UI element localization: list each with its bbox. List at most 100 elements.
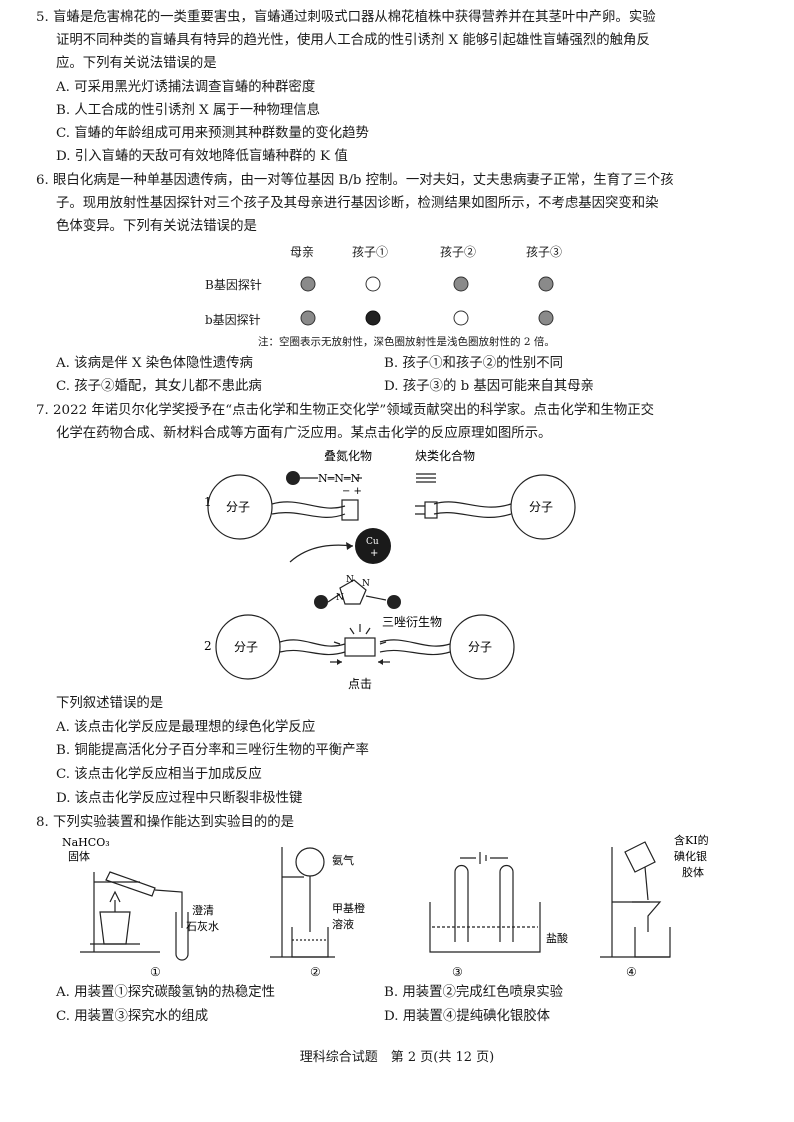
- triazole-dot-right: [387, 595, 401, 609]
- tether-1b: [433, 501, 512, 508]
- flask: [295, 847, 325, 877]
- q8-option-c: C. 用装置③探究水的组成: [56, 1009, 209, 1024]
- molecule-label-1a: 分子: [226, 500, 250, 514]
- step-2-num: 2: [204, 639, 212, 653]
- azide-charges: − +: [342, 486, 362, 497]
- dot-mother-B: [300, 276, 316, 292]
- q7-option-c: C. 该点击化学反应相当于加成反应: [56, 767, 262, 782]
- q5-option-d: D. 引入盲蝽的天敌可有效地降低盲蝽种群的 K 值: [56, 149, 348, 164]
- q7-option-b: B. 铜能提高活化分子百分率和三唑衍生物的平衡产率: [56, 743, 369, 758]
- row-b-lower-probe: b基因探针: [205, 313, 261, 327]
- buckle-male: [424, 501, 438, 519]
- a1-label-1: NaHCO₃: [62, 836, 110, 849]
- molecule-label-2b: 分子: [468, 640, 492, 654]
- q6-line-2: 子。现用放射性基因探针对三个孩子及其母亲进行基因诊断，检测结果如图所示，不考虑基…: [56, 196, 659, 211]
- dot-child3-b: [538, 310, 554, 326]
- funnel: [632, 901, 662, 932]
- q7-stem: 下列叙述错误的是: [56, 696, 164, 711]
- burner: [99, 911, 131, 945]
- page-footer: 理科综合试题 第 2 页(共 12 页): [299, 1050, 495, 1065]
- azide-label: 叠氮化物: [324, 448, 372, 463]
- q7-line-1: 7. 2022 年诺贝尔化学奖授予在“点击化学和生物正交化学”领域贡献突出的科学…: [36, 403, 655, 418]
- apparatus-figure: NaHCO₃ 固体 澄清 石灰水 氨气 甲基橙 溶液 盐酸 含KI的 碘化银 胶…: [62, 833, 709, 979]
- a1-label-4: 石灰水: [186, 919, 219, 933]
- buckle-female: [341, 499, 359, 521]
- a3-label: 盐酸: [546, 931, 568, 945]
- dot-child1-b: [365, 310, 381, 326]
- molecule-circle-1a: [207, 474, 273, 540]
- a4-label-2: 碘化银: [674, 849, 707, 863]
- q7-option-d: D. 该点击化学反应过程中只断裂非极性键: [56, 791, 303, 806]
- beaker-2: [291, 927, 329, 958]
- a4-label-3: 胶体: [682, 865, 704, 879]
- q6-option-b: B. 孩子①和孩子②的性别不同: [384, 356, 564, 371]
- tether-1b-b: [433, 512, 512, 518]
- pouring-beaker: [624, 841, 656, 873]
- q6-option-c: C. 孩子②婚配，其女儿都不患此病: [56, 379, 262, 394]
- a1-label-2: 固体: [68, 849, 90, 863]
- a4-label-1: 含KI的: [674, 833, 709, 847]
- triazole-ring: [339, 579, 367, 605]
- triazole-label: 三唑衍生物: [382, 615, 442, 629]
- col-child2: 孩子②: [440, 245, 477, 259]
- battery: [460, 852, 508, 864]
- triazole-n-2: N: [362, 579, 370, 589]
- molecule-circle-2a: [215, 614, 281, 680]
- azide-formula: N═N═N: [318, 472, 360, 485]
- triazole-n-1: N: [346, 575, 354, 585]
- a2-label-1: 氨气: [332, 853, 354, 867]
- apparatus-2: [270, 847, 335, 958]
- molecule-circle-1b: [510, 474, 576, 540]
- q6-option-d: D. 孩子③的 b 基因可能来自其母亲: [384, 379, 594, 394]
- molecule-label-2a: 分子: [234, 640, 258, 654]
- apparatus-1: [80, 871, 189, 961]
- dot-child2-B: [453, 276, 469, 292]
- molecule-label-1b: 分子: [529, 500, 553, 514]
- probe-dots: [300, 276, 554, 326]
- col-mother: 母亲: [290, 245, 315, 259]
- alkyne-triple: [416, 473, 436, 483]
- q5-line-2: 证明不同种类的盲蝽具有特异的趋光性，使用人工合成的性引诱剂 X 能够引起雄性盲蝽…: [56, 33, 650, 48]
- test-tube-1: [105, 871, 156, 897]
- azide-dot: [286, 471, 300, 485]
- apparatus-num-4: ④: [626, 965, 637, 979]
- cu-ion: [355, 528, 391, 564]
- tether-2a: [279, 639, 346, 647]
- q5-option-c: C. 盲蝽的年龄组成可用来预测其种群数量的变化趋势: [56, 126, 369, 141]
- q5-option-a: A. 可采用黑光灯诱捕法调查盲蝽的种群密度: [56, 80, 316, 95]
- q5-line-3: 应。下列有关说法错误的是: [56, 56, 217, 71]
- dot-mother-b: [300, 310, 316, 326]
- q6-line-1: 6. 眼白化病是一种单基因遗传病，由一对等位基因 B/b 控制。一对夫妇，丈夫患…: [36, 173, 674, 188]
- apparatus-3: [429, 852, 541, 953]
- apparatus-4: [600, 841, 671, 958]
- q7-line-2: 化学在药物合成、新材料合成等方面有广泛应用。某点击化学的反应原理如图所示。: [56, 426, 552, 441]
- cu-label: Cu: [366, 537, 379, 547]
- reaction-arrow: [289, 544, 354, 563]
- limewater-tube: [175, 912, 189, 961]
- q8-stem: 8. 下列实验装置和操作能达到实验目的的是: [36, 815, 295, 830]
- q5-line-1: 5. 盲蝽是危害棉花的一类重要害虫，盲蝽通过刺吸式口器从棉花植株中获得营养并在其…: [36, 10, 656, 25]
- apparatus-num-2: ②: [310, 965, 321, 979]
- q6-option-a: A. 该病是伴 X 染色体隐性遗传病: [56, 356, 253, 371]
- alkyne-label: 炔类化合物: [415, 448, 475, 463]
- tether-1a-b: [271, 512, 346, 518]
- dot-child1-B: [365, 276, 381, 292]
- apparatus-num-1: ①: [150, 965, 161, 979]
- tether-2b: [379, 639, 451, 647]
- cu-charge: +: [370, 548, 378, 559]
- clicked-buckle: [344, 637, 376, 657]
- apparatus-num-3: ③: [452, 965, 463, 979]
- click-label: 点击: [348, 677, 372, 691]
- step-1-num: 1: [204, 495, 212, 509]
- beaker-4: [634, 927, 671, 958]
- row-b-upper-probe: B基因探针: [205, 278, 262, 292]
- trough: [429, 902, 541, 953]
- col-child3: 孩子③: [526, 245, 563, 259]
- q8-option-d: D. 用装置④提纯碘化银胶体: [384, 1009, 551, 1024]
- a1-label-3: 澄清: [192, 903, 214, 917]
- molecule-circle-2b: [449, 614, 515, 680]
- a2-label-3: 溶液: [332, 917, 354, 931]
- click-chemistry-diagram: 1 2 叠氮化物 N═N═N − + 炔类化合物 分子 分子 分子 分子 Cu …: [204, 448, 576, 691]
- electrode-tubes: [454, 872, 514, 942]
- q7-option-a: A. 该点击化学反应是最理想的绿色化学反应: [56, 720, 316, 735]
